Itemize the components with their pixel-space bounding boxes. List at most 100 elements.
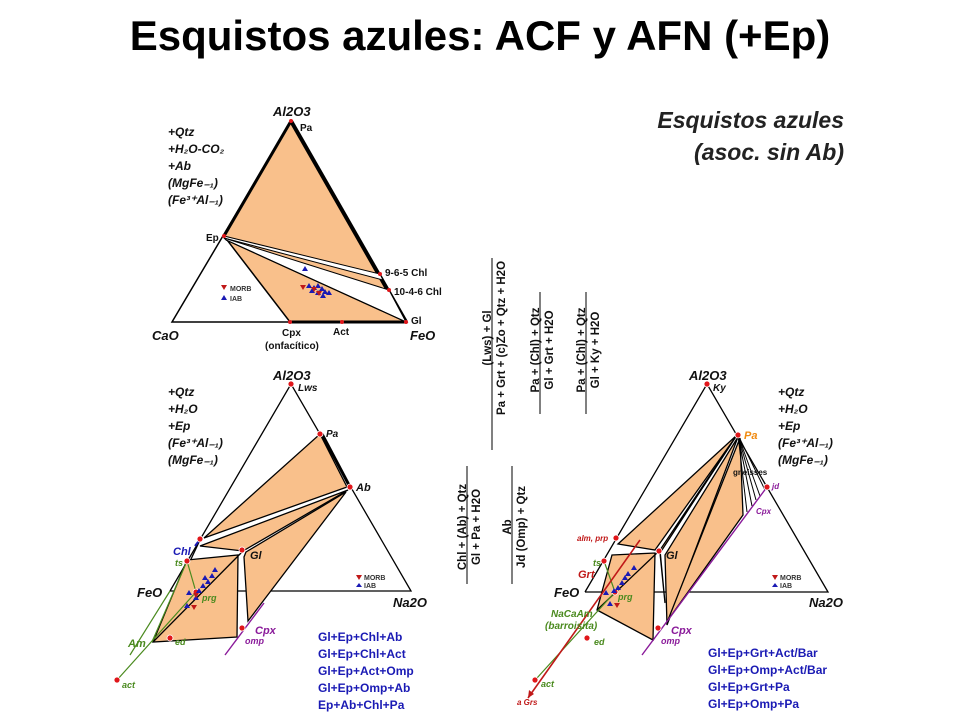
afn-right-diagram: Al2O3 FeO Na2O Ky Pa gneisses jd Cpx alm… <box>517 368 843 711</box>
cpx-top-label: Cpx <box>756 507 772 516</box>
act-label: act <box>122 680 136 690</box>
prg-label: prg <box>201 593 217 603</box>
afn-left-data-points <box>184 567 218 608</box>
morb-marker-icon <box>221 285 227 290</box>
pa-label: Pa <box>744 430 757 442</box>
reaction-reactants: Pa + (Chl) + Qtz <box>530 307 542 392</box>
afn-right-right-label: Na2O <box>809 595 843 610</box>
tie-line <box>320 433 352 488</box>
chl-label: Chl <box>173 546 192 558</box>
afn-right-cpx-line <box>641 486 768 656</box>
gl-label: Gl <box>250 550 263 562</box>
pa-label: Pa <box>326 429 339 440</box>
acf-data-points <box>300 266 332 298</box>
iab-marker-icon <box>772 583 778 587</box>
afn-right-left-label: FeO <box>554 585 579 600</box>
morb-marker-icon <box>772 575 778 580</box>
acf-pa-label: Pa <box>300 123 313 134</box>
acf-ep-label: Ep <box>206 233 219 244</box>
reaction-products: Gl + Pa + H2O <box>471 489 483 565</box>
afn-left-diagram: Al2O3 FeO Na2O Lws Pa Ab Chl Gl ts prg A… <box>113 368 427 712</box>
ts-label: ts <box>175 558 183 568</box>
acf-pa-ep-edge <box>222 120 293 237</box>
reaction-reactants: Chl + (Ab) + Qtz <box>457 484 469 571</box>
acf-apex-label: Al2O3 <box>272 104 311 119</box>
afn-left-right-label: Na2O <box>393 595 427 610</box>
assemblage: Gl+Ep+Grt+Pa <box>708 680 790 694</box>
condition: +H₂O-CO₂ <box>168 142 225 156</box>
iab-marker-icon <box>221 295 227 300</box>
reaction-products: Gl + Grt + H2O <box>544 310 556 389</box>
ab-label: Ab <box>355 482 371 494</box>
cpx-label: Cpx <box>671 625 693 637</box>
condition: +Qtz <box>168 385 194 399</box>
afn-right-apex-label: Al2O3 <box>688 368 727 383</box>
afn-left-amphibole-lines <box>116 560 197 681</box>
grt-label: Grt <box>578 569 596 581</box>
acf-phase-points <box>222 119 408 324</box>
afn-right-amphibole-lines <box>536 560 616 679</box>
lws-label: Lws <box>298 383 318 394</box>
acf-cpx-label: Cpx <box>282 328 301 339</box>
assemblage: Gl+Ep+Chl+Ab <box>318 630 402 644</box>
afn-left-morb-points <box>191 593 199 610</box>
reaction-1: (Lws) + Gl Pa + Grt + (c)Zo + Qtz + H2O <box>482 258 508 450</box>
ky-label: Ky <box>713 383 726 394</box>
acf-left-label: CaO <box>152 328 179 343</box>
condition: +Qtz <box>778 385 804 399</box>
condition: +H₂O <box>168 402 198 416</box>
legend-iab: IAB <box>364 583 376 590</box>
afn-right-gneiss-tie-lines <box>737 434 766 513</box>
cpx-label: Cpx <box>255 625 277 637</box>
gl-label: Gl <box>666 550 679 562</box>
afn-right-legend: MORB IAB <box>772 575 801 590</box>
afn-left-apex-label: Al2O3 <box>272 368 311 383</box>
acf-conditions: +Qtz +H₂O-CO₂ +Ab (MgFe₋₁) (Fe³⁺Al₋₁) <box>168 125 225 207</box>
omp-label: omp <box>245 636 265 646</box>
afn-left-phase-points <box>113 380 354 684</box>
am-label: Am <box>127 638 146 650</box>
condition: (Fe³⁺Al₋₁) <box>778 436 833 450</box>
reaction-3: Pa + (Chl) + Qtz Gl + Ky + H2O <box>576 292 602 414</box>
tie-line <box>152 550 244 643</box>
afn-right-data-points <box>603 565 637 606</box>
condition: (MgFe₋₁) <box>168 453 218 467</box>
condition: (Fe³⁺Al₋₁) <box>168 436 223 450</box>
condition: (MgFe₋₁) <box>778 453 828 467</box>
barroisita-label: (barroisita) <box>545 621 598 632</box>
alm-prp-label: alm, prp <box>577 534 608 543</box>
reaction-products: Pa + Grt + (c)Zo + Qtz + H2O <box>496 261 508 415</box>
morb-marker-icon <box>356 575 362 580</box>
nacaam-label: NaCaAm <box>551 609 593 620</box>
subtitle-line-1: Esquistos azules <box>657 107 844 133</box>
afn-right-assemblages: Gl+Ep+Grt+Act/Bar Gl+Ep+Omp+Act/Bar Gl+E… <box>708 646 827 711</box>
legend-morb: MORB <box>364 575 385 582</box>
condition: +Ab <box>168 159 191 173</box>
acf-right-label: FeO <box>410 328 435 343</box>
condition: (MgFe₋₁) <box>168 176 218 190</box>
legend-iab: IAB <box>230 296 242 303</box>
grs-label: a Grs <box>517 698 538 707</box>
legend-iab: IAB <box>780 583 792 590</box>
condition: (Fe³⁺Al₋₁) <box>168 193 223 207</box>
subtitle-line-2: (asoc. sin Ab) <box>694 139 844 165</box>
assemblage: Gl+Ep+Chl+Act <box>318 647 406 661</box>
assemblage: Ep+Ab+Chl+Pa <box>318 698 405 712</box>
reactions: (Lws) + Gl Pa + Grt + (c)Zo + Qtz + H2O … <box>457 258 602 584</box>
reaction-products: Jd (Omp) + Qtz <box>516 486 528 568</box>
afn-left-left-label: FeO <box>137 585 162 600</box>
omp-label: omp <box>661 636 681 646</box>
condition: +Qtz <box>168 125 194 139</box>
act-label: act <box>541 679 555 689</box>
acf-cpx-note: (onfacítico) <box>265 341 319 352</box>
assemblage: Gl+Ep+Grt+Act/Bar <box>708 646 818 660</box>
ed-label: ed <box>594 637 605 647</box>
reaction-5: Ab Jd (Omp) + Qtz <box>502 466 528 584</box>
acf-pa-gl-edge <box>289 120 408 323</box>
afn-right-morb-points <box>614 603 620 608</box>
acf-chl2-label: 10-4-6 Chl <box>394 287 442 298</box>
reaction-reactants: Ab <box>502 519 514 534</box>
ts-label: ts <box>593 558 601 568</box>
iab-marker-icon <box>356 583 362 587</box>
acf-gl-label: Gl <box>411 316 422 327</box>
